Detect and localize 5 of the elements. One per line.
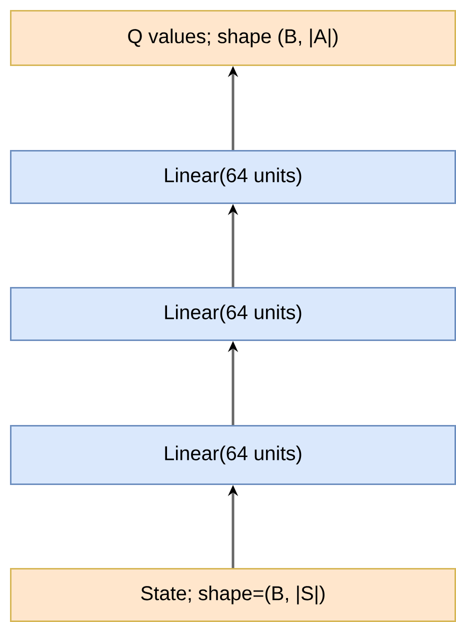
- layer-box: Linear(64 units): [10, 150, 456, 204]
- layer-box: Q values; shape (B, |A|): [10, 10, 456, 66]
- layer-box: State; shape=(B, |S|): [10, 568, 456, 622]
- layer-box: Linear(64 units): [10, 425, 456, 485]
- layer-box: Linear(64 units): [10, 287, 456, 341]
